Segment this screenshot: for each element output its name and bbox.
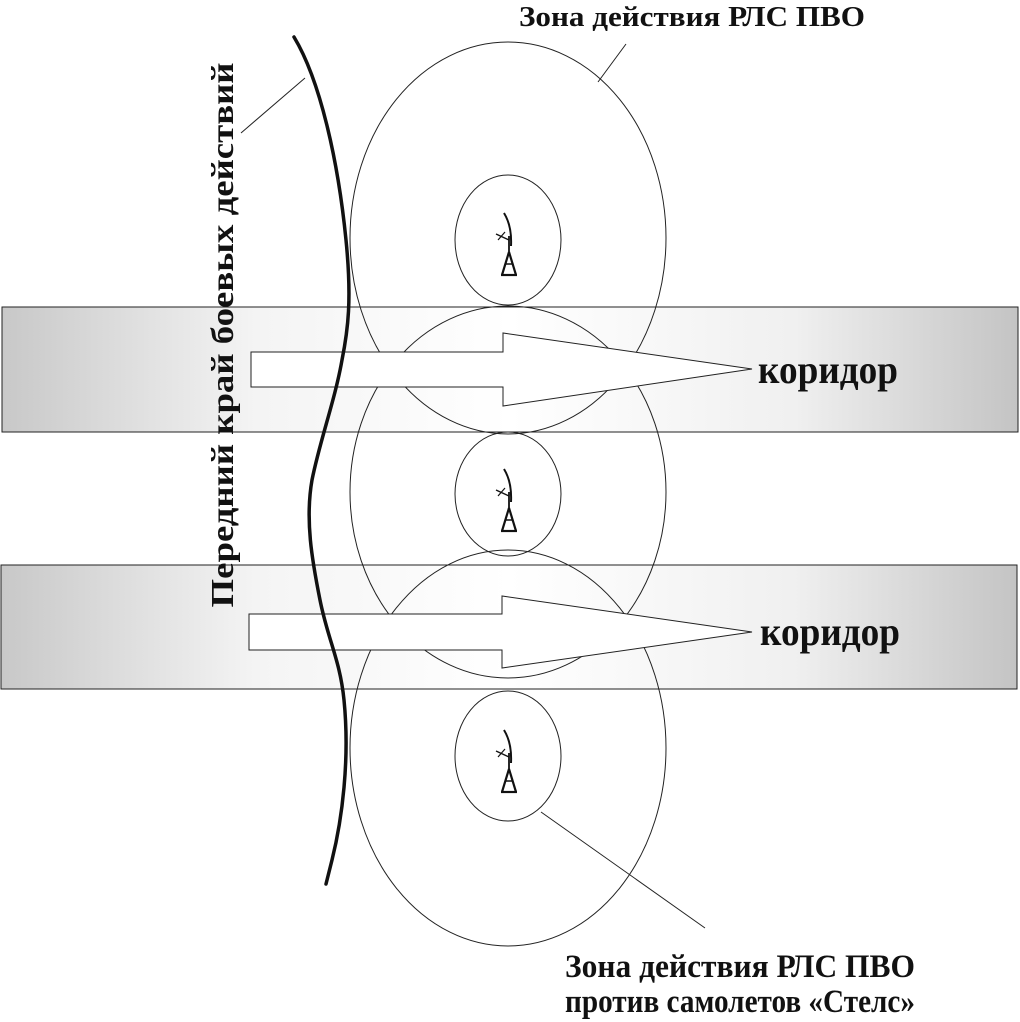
radar-antenna-icon	[494, 211, 519, 277]
radar-antenna-icon	[494, 467, 519, 533]
label-zone-top: Зона действия РЛС ПВО	[519, 2, 865, 33]
stealth-zone-1	[454, 174, 562, 306]
stealth-zone-2	[454, 431, 562, 557]
stealth-zone-3	[454, 690, 562, 822]
label-front-line: Передний край боевых действий	[204, 63, 240, 608]
corridor-arrow-lower	[248, 595, 753, 669]
radar-zone-large-1	[349, 41, 667, 435]
radar-zone-large-3	[349, 549, 667, 947]
front-line-curve	[292, 35, 351, 886]
leader-line-zone-top	[597, 43, 627, 83]
leader-line-stealth-zone	[540, 811, 706, 929]
label-stealth-zone-line2: против самолетов «Стелс»	[565, 984, 915, 1020]
radar-antenna-icon	[494, 728, 519, 794]
label-corridor-lower: коридор	[760, 609, 900, 654]
label-corridor-upper: коридор	[758, 347, 898, 392]
corridor-arrow-upper	[250, 332, 753, 407]
leader-line-front	[240, 77, 306, 134]
radar-zone-large-2	[349, 305, 667, 679]
label-stealth-zone-line1: Зона действия РЛС ПВО	[565, 949, 915, 985]
